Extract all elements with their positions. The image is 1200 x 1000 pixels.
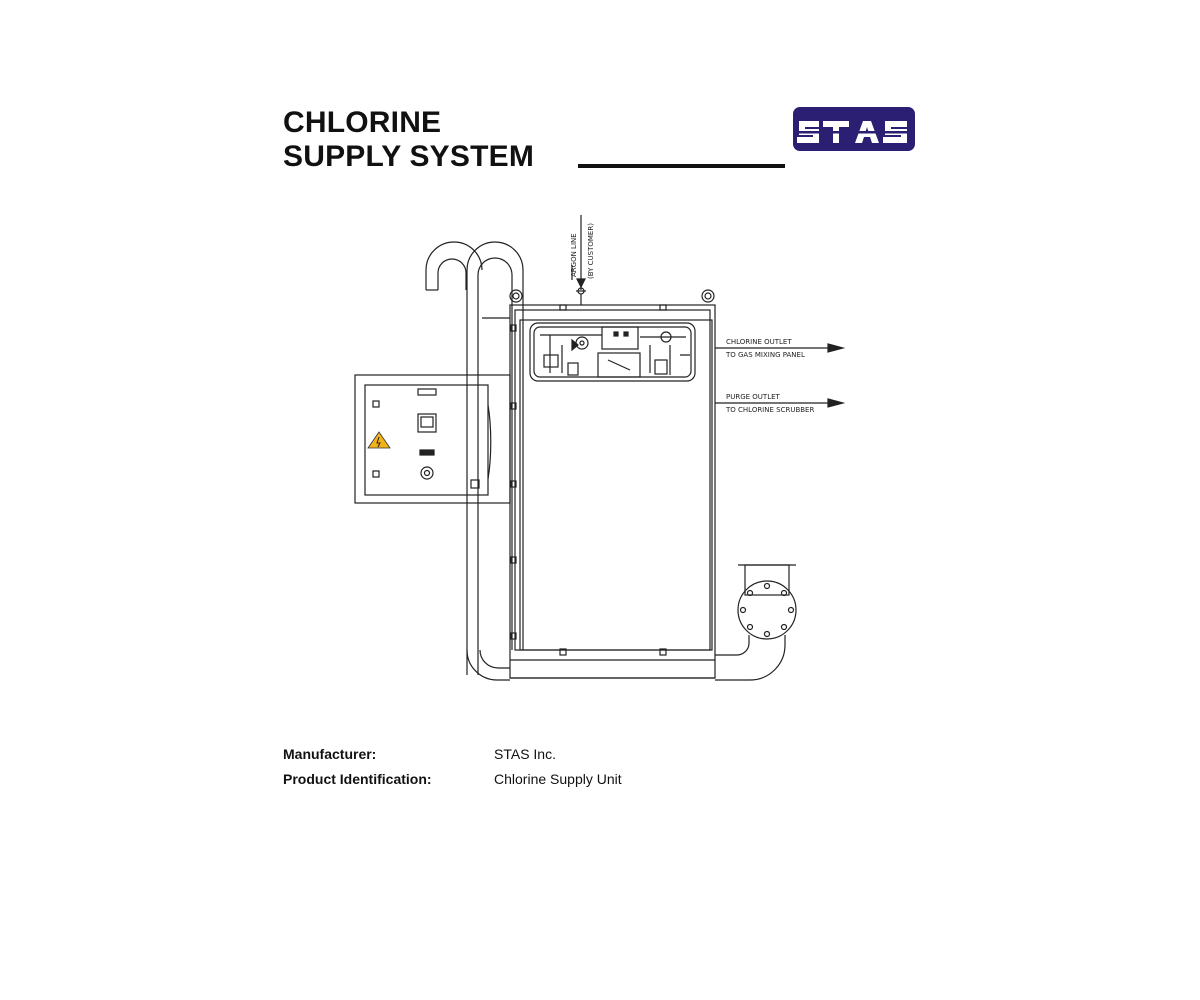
argon-line-label: ARGON LINE	[570, 233, 578, 277]
right-flanged-elbow	[715, 564, 797, 681]
document-title: CHLORINE SUPPLY SYSTEM	[283, 106, 534, 174]
system-diagram: ARGON LINE (BY CUSTOMER) CHLORINE OUTLET…	[354, 215, 846, 681]
cabinet	[509, 289, 716, 679]
chlorine-outlet-destination: TO GAS MIXING PANEL	[725, 351, 805, 359]
chlorine-outlet-arrow	[715, 343, 846, 353]
cabinet-window	[529, 322, 696, 382]
title-underline	[578, 164, 785, 168]
purge-outlet-destination: TO CHLORINE SCRUBBER	[725, 406, 814, 414]
chlorine-outlet-label: CHLORINE OUTLET	[726, 338, 792, 346]
title-line-1: CHLORINE	[283, 106, 442, 139]
product-identification-label: Product Identification:	[283, 771, 432, 787]
manufacturer-value: STAS Inc.	[494, 746, 556, 762]
control-panel	[354, 374, 511, 504]
product-identification-value: Chlorine Supply Unit	[494, 771, 622, 787]
left-duct	[425, 241, 524, 681]
warning-triangle-icon	[367, 431, 391, 449]
manufacturer-label: Manufacturer:	[283, 746, 377, 762]
stas-logo	[793, 107, 915, 151]
argon-by-customer-label: (BY CUSTOMER)	[587, 223, 595, 279]
argon-line	[571, 215, 586, 305]
purge-outlet-arrow	[715, 398, 846, 408]
purge-outlet-label: PURGE OUTLET	[726, 393, 781, 401]
title-line-2: SUPPLY SYSTEM	[283, 140, 535, 173]
